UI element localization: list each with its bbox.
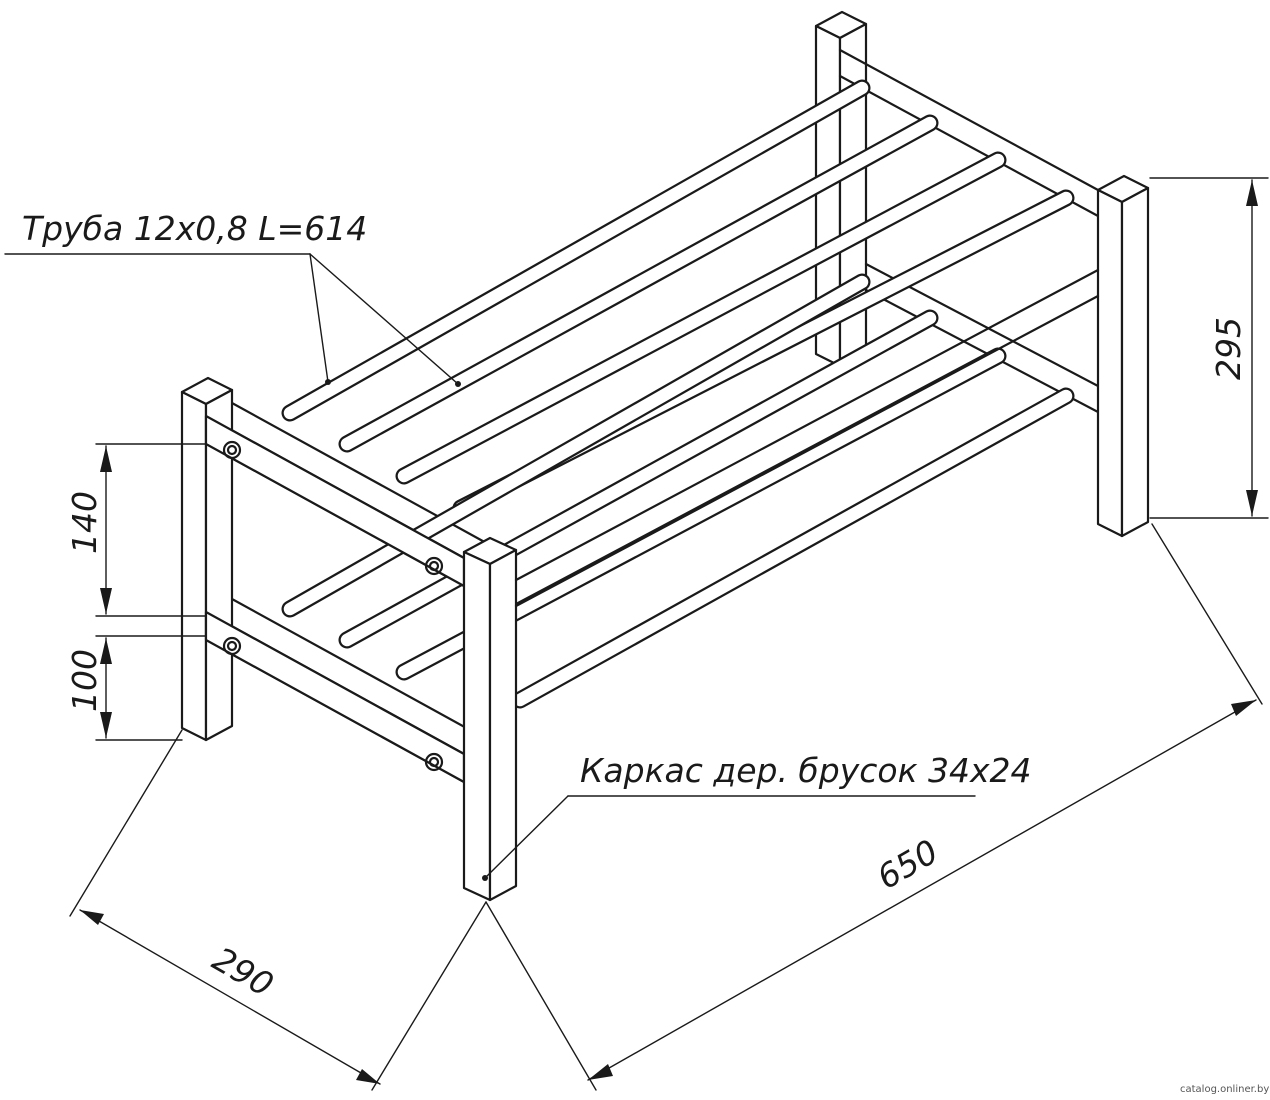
- front-rails: [514, 268, 1100, 608]
- front-left-post: [180, 376, 234, 742]
- back-right-post: [1096, 174, 1150, 538]
- upper-shelf-tubes: [281, 79, 1075, 517]
- watermark: catalog.onliner.by: [1180, 1084, 1269, 1095]
- dimension-650: 650: [485, 523, 1263, 1091]
- dimension-100: 100: [65, 635, 207, 741]
- dimension-290: 290: [69, 729, 487, 1091]
- dim-650-label: 650: [871, 832, 945, 897]
- dim-295-label: 295: [1209, 317, 1248, 380]
- dim-140-label: 140: [65, 491, 104, 554]
- dim-290-label: 290: [206, 939, 280, 1004]
- frame-callout: Каркас дер. брусок 34x24: [482, 751, 1032, 881]
- dimension-295: 295: [1149, 177, 1269, 519]
- frame-label: Каркас дер. брусок 34x24: [580, 751, 1032, 790]
- left-crossbars-front: [204, 414, 466, 784]
- dim-100-label: 100: [65, 649, 104, 712]
- dimension-140: 140: [65, 443, 207, 617]
- front-right-post: [462, 536, 518, 902]
- tube-label: Труба 12x0,8 L=614: [22, 209, 367, 248]
- tube-callout: Труба 12x0,8 L=614: [4, 209, 461, 387]
